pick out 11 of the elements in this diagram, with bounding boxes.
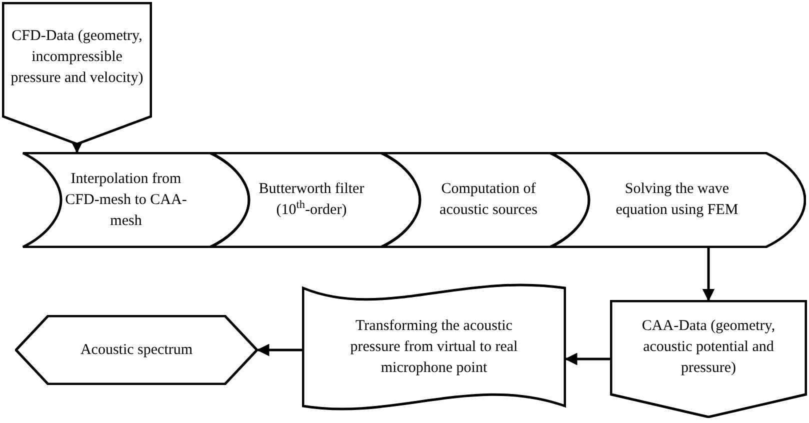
arrow xyxy=(256,344,302,356)
node-label: Butterworth filter (10$^{th}$-order) xyxy=(258,180,366,220)
arrow xyxy=(702,248,715,302)
node-label: Computation of acoustic sources xyxy=(438,180,538,220)
node-label: CFD-Data (geometry, incompressible pressure and velocity) xyxy=(10,27,144,88)
node-label: Solving the wave equation using FEM xyxy=(614,180,740,220)
node-label: Acoustic spectrum xyxy=(80,340,193,360)
arrow xyxy=(564,352,610,366)
node-label: CAA-Data (geometry, acoustic potential and pressure) xyxy=(640,316,776,378)
node-label: Interpolation from CFD-mesh to CAA-mesh xyxy=(64,170,188,230)
node-label: Transforming the acoustic pressure from virtual to real microphone point xyxy=(349,316,519,378)
